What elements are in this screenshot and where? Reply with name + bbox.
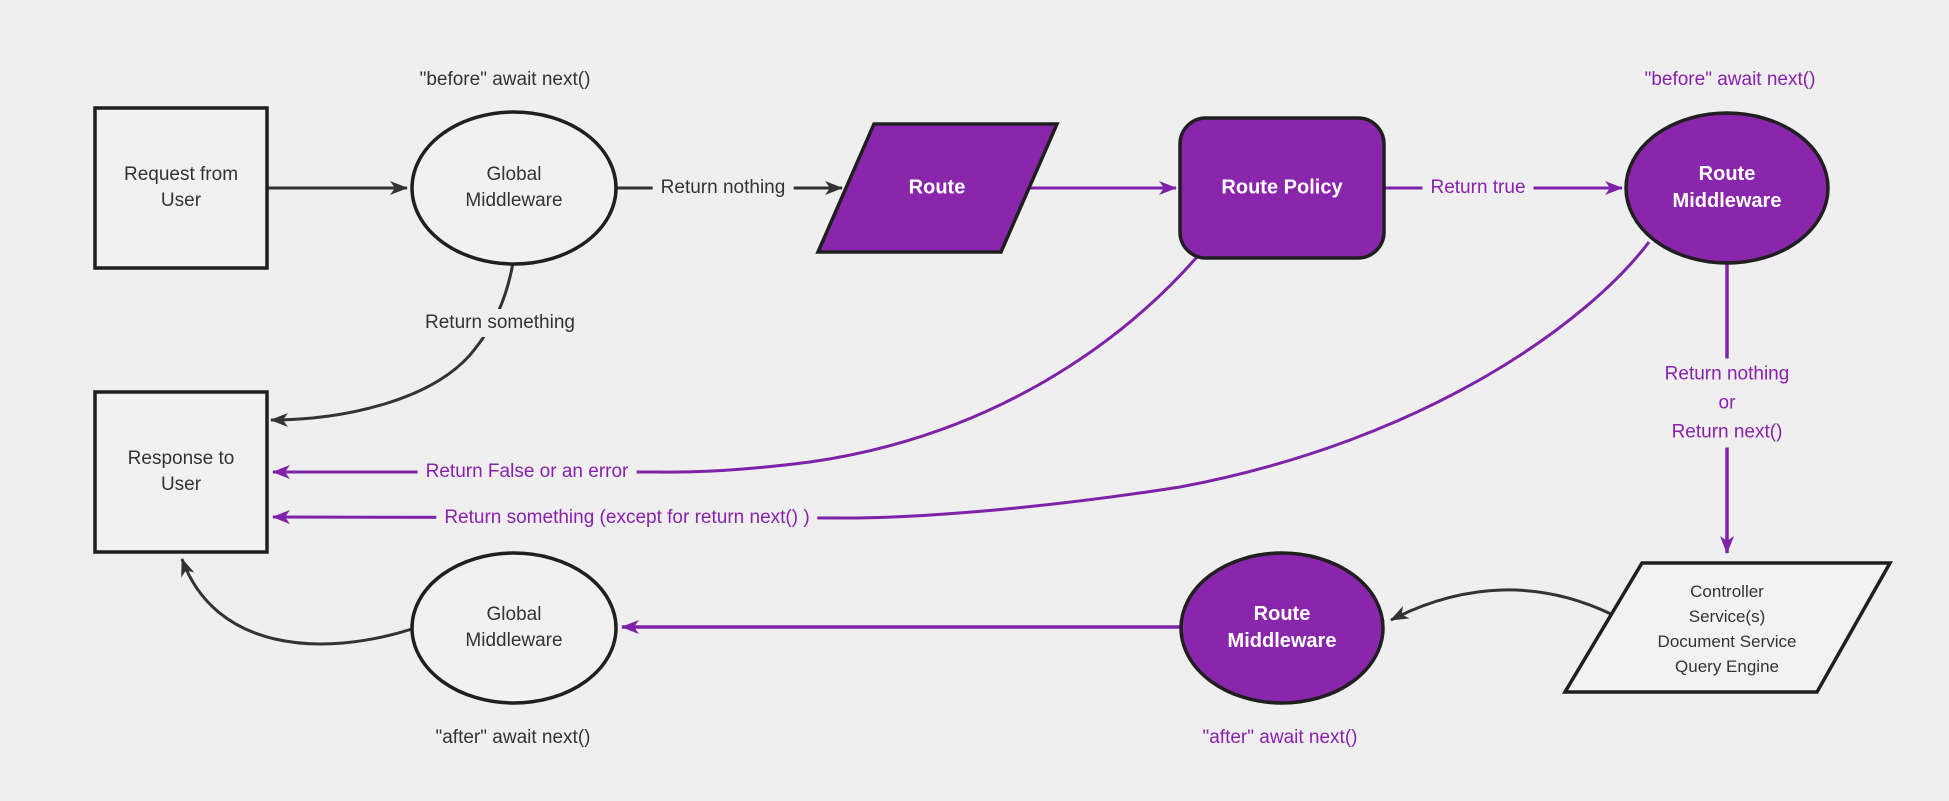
route-mw-top-line-2: Middleware xyxy=(1672,190,1782,212)
label-return-nothing-or-next-line-2: or xyxy=(1718,392,1736,414)
global-mw-bottom-line-2: Middleware xyxy=(465,630,563,651)
edge-global-middleware-after-to-response xyxy=(180,558,413,646)
route-policy-shape xyxy=(1178,116,1386,260)
route-node-label: Route xyxy=(908,176,966,199)
response-line-1: Response to xyxy=(127,448,235,469)
request-node-label: Request from User xyxy=(124,162,238,214)
label-before-await-next-global: "before" await next() xyxy=(419,69,591,90)
services-line-1: Controller xyxy=(1690,582,1764,601)
global-middleware-top-label: Global Middleware xyxy=(465,162,562,214)
label-return-false-or-error: Return False or an error xyxy=(417,458,637,486)
global-mw-top-line-2: Middleware xyxy=(465,190,563,211)
route-mw-top-line-1: Route xyxy=(1698,163,1756,185)
edge-return-something-except-to-response xyxy=(272,241,1651,525)
route-node-shape xyxy=(815,122,1060,254)
services-node-shape xyxy=(1561,561,1894,694)
route-middleware-top-label: Route Middleware xyxy=(1673,161,1782,215)
edge-return-false-to-response xyxy=(272,256,1199,479)
label-return-something: Return something xyxy=(417,309,583,337)
label-return-nothing-or-next-line-3: Return next() xyxy=(1671,421,1783,443)
label-after-await-next-global: "after" await next() xyxy=(435,727,591,748)
label-return-nothing-or-next-line-1: Return nothing xyxy=(1664,363,1790,385)
request-line-2: User xyxy=(160,190,202,211)
services-line-3: Document Service xyxy=(1657,632,1797,651)
label-return-nothing: Return nothing xyxy=(652,174,794,202)
label-return-something-except: Return something (except for return next… xyxy=(436,504,818,532)
response-node-label: Response to User xyxy=(128,446,235,498)
request-line-1: Request from xyxy=(123,164,239,185)
label-after-await-next-route: "after" await next() xyxy=(1202,727,1358,748)
label-return-nothing-or-next: Return nothing or Return next() xyxy=(1656,358,1798,448)
services-node-label: Controller Service(s) Document Service Q… xyxy=(1658,579,1797,679)
route-middleware-bottom-label: Route Middleware xyxy=(1228,601,1337,655)
response-line-2: User xyxy=(160,474,202,495)
request-node-shape xyxy=(93,106,269,270)
services-line-2: Service(s) xyxy=(1688,607,1766,626)
edge-services-to-route-middleware-after xyxy=(1390,588,1612,622)
route-middleware-top-shape xyxy=(1624,111,1830,265)
services-line-4: Query Engine xyxy=(1675,657,1779,676)
route-mw-bottom-line-2: Middleware xyxy=(1227,630,1337,652)
global-middleware-bottom-shape xyxy=(410,551,618,705)
edge-return-something-to-response xyxy=(270,262,515,427)
route-policy-label: Route Policy xyxy=(1221,176,1343,199)
global-middleware-top-shape xyxy=(410,110,618,266)
label-before-await-next-route: "before" await next() xyxy=(1644,69,1816,90)
label-return-true: Return true xyxy=(1422,174,1534,202)
route-mw-bottom-line-1: Route xyxy=(1253,603,1311,625)
global-middleware-bottom-label: Global Middleware xyxy=(465,602,562,654)
global-mw-top-line-1: Global xyxy=(486,164,542,185)
response-node-shape xyxy=(93,390,269,554)
route-middleware-bottom-shape xyxy=(1179,551,1385,705)
global-mw-bottom-line-1: Global xyxy=(486,604,542,625)
